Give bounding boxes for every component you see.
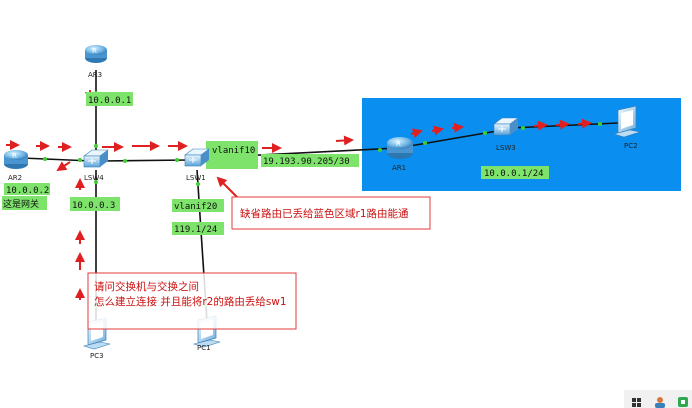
pc-pc2[interactable]: PC2 — [612, 105, 641, 150]
lsw4-ip-label: 10.0.0.3 — [72, 201, 115, 211]
note-question: 请问交换机与交换之间 怎么建立连接 并且能将r2的路由丢给sw1 — [87, 272, 297, 330]
pc-icon — [612, 105, 641, 138]
note-default-route: 缺省路由已丢给蓝色区域r1路由能通 — [231, 196, 431, 230]
router-ar2[interactable]: R AR2 — [4, 150, 28, 182]
switch-lsw4[interactable]: LSW4 — [83, 149, 109, 182]
device-label: LSW3 — [496, 144, 516, 152]
switch-icon — [184, 148, 210, 167]
note-default-route-text: 缺省路由已丢给蓝色区域r1路由能通 — [240, 207, 409, 220]
device-label: PC1 — [197, 344, 211, 352]
svg-text:R: R — [12, 152, 17, 160]
callout-arrow — [216, 176, 241, 201]
device-label: LSW1 — [186, 174, 206, 182]
svg-text:R: R — [396, 140, 401, 148]
pc1-net-label: 119.1/24 — [174, 225, 217, 235]
wan-net-label: 19.193.90.205/30 — [263, 157, 350, 167]
note-question-line1: 请问交换机与交换之间 — [94, 280, 199, 293]
switch-icon — [83, 149, 109, 168]
switch-lsw1[interactable]: LSW1 — [184, 148, 210, 182]
switch-lsw3[interactable]: LSW3 — [493, 117, 519, 152]
device-label: PC2 — [624, 142, 638, 150]
device-label: PC3 — [90, 352, 104, 360]
app-icon[interactable] — [678, 397, 688, 407]
router-icon: R — [387, 137, 413, 159]
vlanif20-label: vlanif20 — [174, 202, 217, 212]
vlanif10-label: vlanif10 — [212, 146, 255, 156]
switch-icon — [493, 117, 519, 136]
user-icon[interactable] — [655, 397, 665, 408]
router-icon: R — [85, 45, 107, 63]
route-arrows — [6, 90, 592, 300]
blue-net-label: 10.0.0.1/24 — [484, 169, 544, 179]
green-labels: 10.0.0.1 10.0.0.2 这是网关 10.0.0.3 vlanif10… — [2, 92, 549, 235]
device-label: LSW4 — [84, 174, 104, 182]
ar3-ip-label: 10.0.0.1 — [88, 96, 131, 106]
ar2-ip-label: 10.0.0.2 — [6, 186, 49, 196]
router-ar1[interactable]: R AR1 — [387, 137, 413, 172]
svg-text:R: R — [92, 47, 97, 55]
device-label: AR3 — [88, 71, 102, 79]
note-question-line2: 怎么建立连接 并且能将r2的路由丢给sw1 — [94, 295, 287, 308]
taskbar — [624, 390, 692, 408]
device-label: AR2 — [8, 174, 22, 182]
gateway-label: 这是网关 — [3, 198, 39, 210]
device-label: AR1 — [392, 164, 406, 172]
router-ar3[interactable]: R AR3 — [85, 45, 107, 79]
grid-icon[interactable] — [632, 398, 641, 407]
router-icon: R — [4, 150, 28, 169]
